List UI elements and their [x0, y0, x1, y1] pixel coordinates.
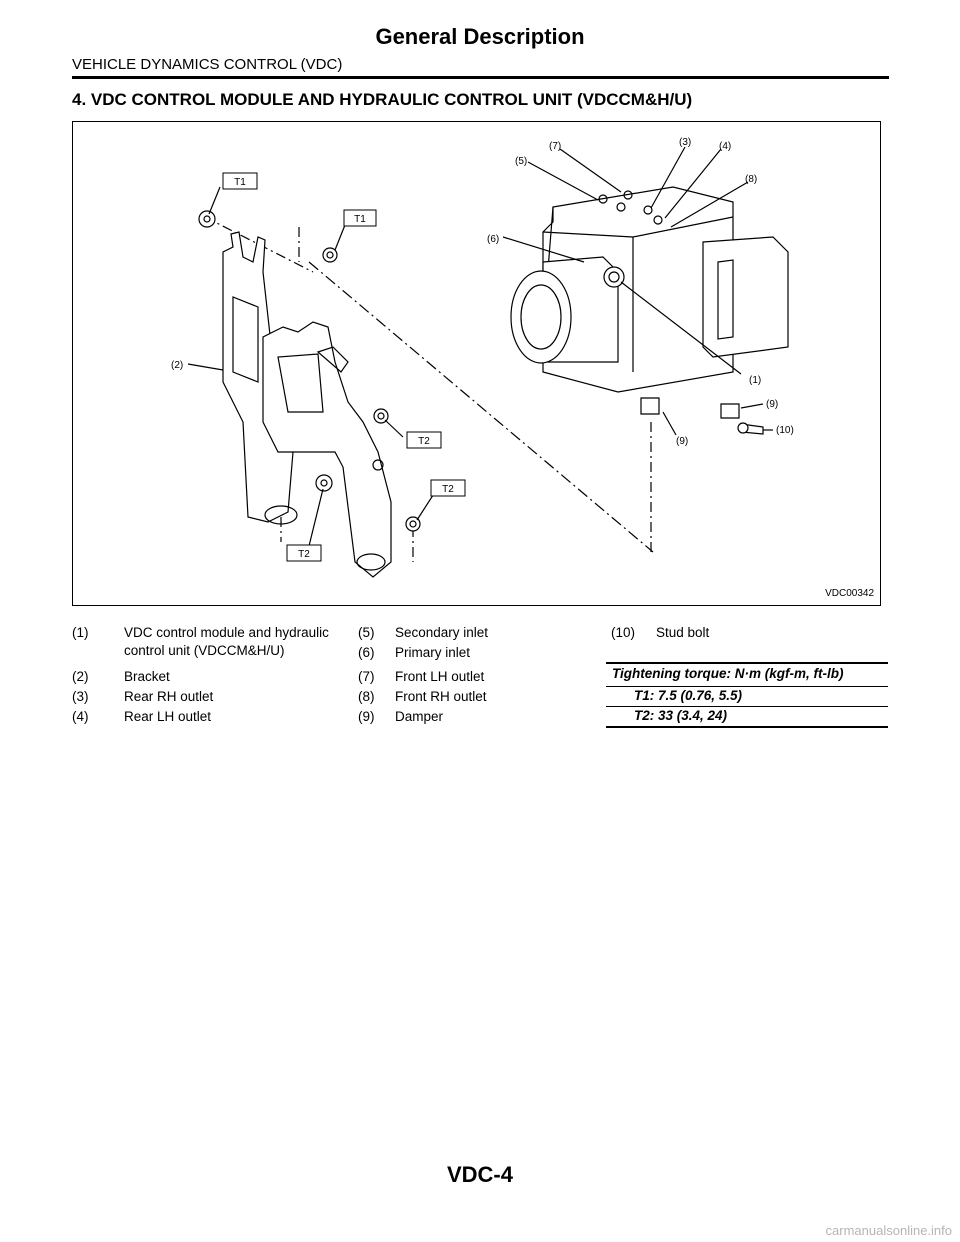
figure-code: VDC00342	[825, 588, 874, 599]
header-rule	[72, 76, 889, 79]
damper-a	[640, 397, 660, 415]
callout-2: (2)	[171, 360, 183, 371]
nut-t1-a	[198, 210, 216, 228]
nut-t2-a	[373, 408, 389, 424]
torque-row-t1: T1: 7.5 (0.76, 5.5)	[634, 688, 743, 703]
connector	[702, 236, 789, 358]
nut-t1-b	[322, 247, 338, 263]
torque-tag-t1-a: T1	[222, 172, 258, 190]
torque-title: Tightening torque: N·m (kgf-m, ft-lb)	[612, 666, 844, 681]
callout-3: (3)	[679, 137, 691, 148]
diagram-drawing: T1 T1 T2 T2 T2 (2) (6) (5) (7) (3) (4) (…	[171, 137, 794, 578]
motor	[510, 270, 572, 364]
torque-tag-t2-b: T2	[430, 479, 466, 497]
callout-7: (7)	[549, 141, 561, 152]
torque-row-t2: T2: 33 (3.4, 24)	[634, 708, 728, 723]
nut-t2-c	[405, 516, 421, 532]
exploded-diagram: T1 T1 T2 T2 T2 (2) (6) (5) (7) (3) (4) (…	[72, 121, 881, 606]
page-number: VDC-4	[446, 1162, 513, 1187]
torque-spec-box: Tightening torque: N·m (kgf-m, ft-lb) T1…	[606, 662, 888, 728]
page-title: General Description	[375, 24, 585, 49]
svg-text:T2: T2	[298, 549, 310, 560]
callout-8: (8)	[745, 174, 757, 185]
svg-text:T1: T1	[234, 177, 246, 188]
svg-text:T2: T2	[442, 484, 454, 495]
assembly-line	[308, 261, 654, 553]
torque-tag-t2-c: T2	[286, 544, 322, 562]
callout-4: (4)	[719, 141, 731, 152]
callout-1: (1)	[749, 375, 761, 386]
section-name: VEHICLE DYNAMICS CONTROL (VDC)	[72, 56, 343, 73]
torque-tag-t1-b: T1	[343, 209, 377, 227]
callout-5: (5)	[515, 156, 527, 167]
callout-9-b: (9)	[676, 436, 688, 447]
svg-text:T2: T2	[418, 436, 430, 447]
bracket-front	[262, 321, 392, 578]
damper-b	[720, 403, 740, 419]
callout-6: (6)	[487, 234, 499, 245]
section-heading: 4. VDC CONTROL MODULE AND HYDRAULIC CONT…	[72, 90, 693, 109]
watermark: carmanualsonline.info	[825, 1223, 952, 1238]
svg-text:T1: T1	[354, 214, 366, 225]
callout-9-a: (9)	[766, 399, 778, 410]
callout-10: (10)	[776, 425, 794, 436]
torque-tag-t2-a: T2	[406, 431, 442, 449]
nut-t2-b	[315, 474, 333, 492]
